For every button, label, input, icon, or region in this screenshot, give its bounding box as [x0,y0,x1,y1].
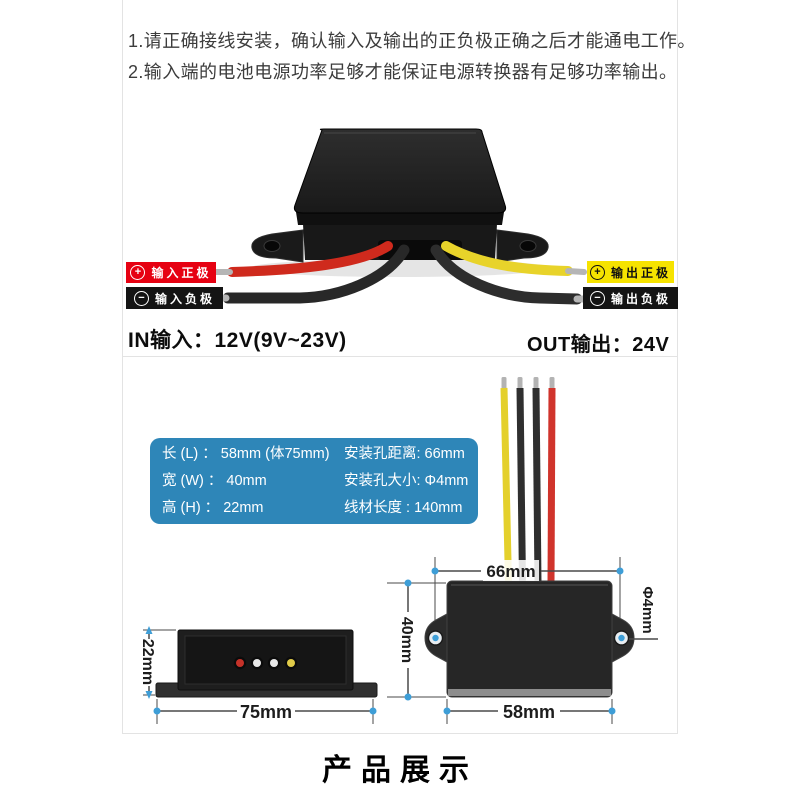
black-wire [532,387,542,584]
spec-wire-length: 线材长度 : 140mm [344,499,463,516]
sideview-front-panel [184,635,347,685]
photo-yellow-wire-tip [565,268,587,275]
photo-black-input-wire [222,244,410,304]
notice-line-2: 2.输入端的电池电源功率足够才能保证电源转换器有足够功率输出。 [128,62,678,82]
label-input-positive: + 输入正极 [126,262,216,283]
photo-lid [293,128,507,214]
spec-hole-distance: 安装孔距离: 66mm [344,445,465,462]
plus-circle-icon: + [589,264,605,280]
dim-marker-dot [618,634,625,642]
dim-22mm-label: 22mm [139,639,156,685]
wire-tip [517,377,523,389]
section-frame-border [122,0,678,734]
yellow-wire [500,387,512,584]
dim-marker-dot [432,634,439,642]
dim-40mm-label: 40mm [398,617,415,663]
label-input-negative-text: 输入负极 [154,291,215,306]
dim-marker-dot [616,567,624,575]
red-wire [547,387,556,584]
dim-marker-dot [153,707,161,715]
spec-row-length: 长 (L) ： 58mm (体75mm) 安装孔距离: 66mm [162,441,470,468]
minus-circle-icon: − [589,290,605,306]
dim-40-extensions [387,582,446,698]
led-yellow-icon [287,659,295,667]
photo-lid-lip [296,212,504,225]
spec-hole-size: 安装孔大小: Φ4mm [344,472,469,489]
led-red-icon [236,659,244,667]
spec-width: 宽 (W) ： 40mm [162,472,267,489]
led-white-icon [270,659,278,667]
wire-tip [533,377,539,389]
dim-66mm-label: 66mm [486,562,535,581]
wire-tip [501,377,507,389]
label-output-negative: − 输出负极 [583,287,678,309]
dim-hole-diameter-label: Φ4mm [639,586,656,633]
spec-table: 长 (L) ： 58mm (体75mm) 安装孔距离: 66mm 宽 (W) ：… [150,438,478,524]
dim-marker-dot [404,693,412,701]
plus-circle-icon: + [130,265,146,280]
dim-marker-dot [369,707,377,715]
label-output-positive: + 输出正极 [587,261,674,283]
dimension-drawings: 66mm 40mm Φ4mm 58mm 22mm [139,377,658,724]
label-input-negative: − 输入负极 [126,287,223,309]
black-wire [516,387,526,584]
dim-58mm-label: 58mm [503,702,555,722]
dim-66-label-halo [483,560,539,581]
label-input-positive-text: 输入正极 [151,266,212,280]
dim-marker-dot [404,579,412,587]
spec-row-width: 宽 (W) ： 40mm 安装孔大小: Φ4mm [162,468,470,495]
input-voltage-text: IN输入：12V(9V~23V) [128,329,347,352]
dim-arrow-up-icon [145,626,153,634]
spec-length: 长 (L) ： 58mm (体75mm) [162,445,330,462]
topview-body [446,580,613,698]
dim-arrow-down-icon [145,691,153,699]
photo-yellow-wire [441,241,573,276]
spec-height: 高 (H) ： 22mm [162,499,264,516]
output-voltage-text: OUT输出：24V [527,334,670,356]
minus-circle-icon: − [133,290,149,306]
label-output-positive-text: 输出正极 [610,265,671,280]
photo-black-output-wire [430,244,583,305]
topview-base-plate [448,689,611,696]
page-title: 产品展示 [322,754,478,787]
dim-marker-dot [608,707,616,715]
led-white-icon [253,659,261,667]
photo-left-ear-hole-icon [263,240,281,252]
label-output-negative-text: 输出负极 [610,291,671,306]
spec-row-height: 高 (H) ： 22mm 线材长度 : 140mm [162,495,470,522]
dim-marker-dot [431,567,439,575]
section-divider-line [122,356,678,357]
dim-75mm-label: 75mm [240,702,292,722]
wire-tip [549,377,555,389]
notice-line-1: 1.请正确接线安装，确认输入及输出的正负极正确之后才能通电工作。 [128,31,696,51]
dim-marker-dot [443,707,451,715]
photo-right-ear-hole-icon [519,240,537,252]
product-photo [208,128,594,305]
photo-red-wire [227,241,393,277]
